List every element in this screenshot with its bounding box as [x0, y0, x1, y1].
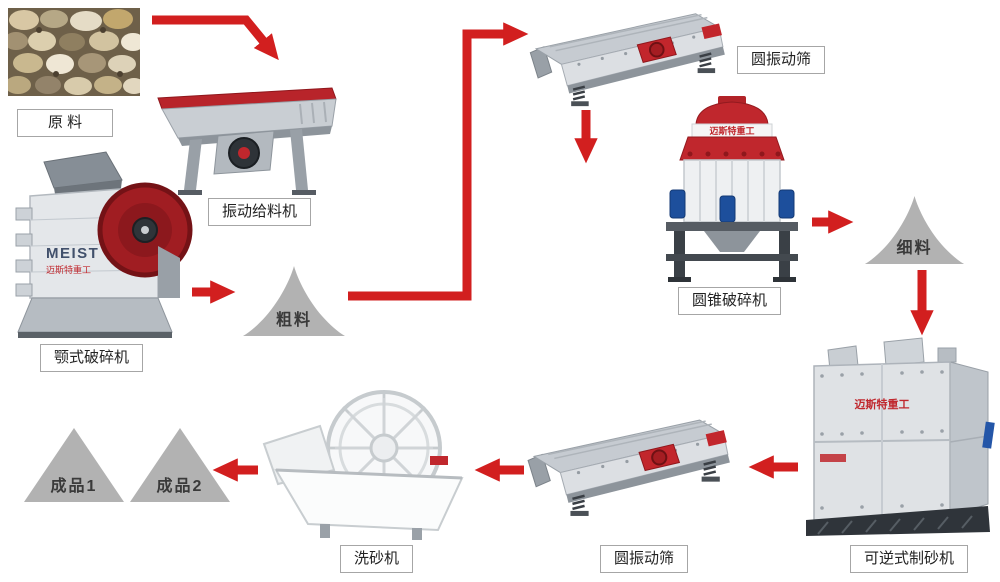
coarse-material-node: 粗料: [240, 262, 348, 340]
vibrating-screen-bottom-label: 圆振动筛: [600, 545, 689, 573]
jaw-crusher-brand-text: MEIST: [46, 245, 99, 262]
cone-crusher-label-text: 圆锥破碎机: [692, 292, 768, 309]
cone-crusher-brand-cn-text: 迈斯特重工: [709, 125, 754, 136]
arrow-raw-to-feeder: [152, 15, 279, 61]
vibrating-screen-top-label: 圆振动筛: [737, 46, 826, 74]
cone-crusher-label: 圆锥破碎机: [678, 287, 782, 315]
vibrating-feeder-illustration: [157, 87, 337, 195]
raw-material-node: [8, 8, 140, 96]
sand-maker-label: 可逆式制砂机: [850, 545, 969, 573]
raw-material-photo: [8, 8, 140, 96]
product-2-node: 成品2: [128, 424, 232, 504]
jaw-crusher-node: MEIST 迈斯特重工: [10, 146, 195, 343]
sand-washer-label: 洗砂机: [340, 545, 414, 573]
sand-washer-illustration: [262, 390, 464, 540]
vibrating-feeder-label-text: 振动给料机: [222, 203, 298, 220]
sand-maker-brand-cn-text: 迈斯特重工: [855, 397, 910, 411]
jaw-crusher-label: 颚式破碎机: [40, 344, 144, 372]
fine-material-node: 细料: [862, 192, 967, 268]
jaw-crusher-label-text: 颚式破碎机: [54, 349, 130, 366]
product-2-label: 成品2: [156, 478, 204, 495]
vibrating-screen-bottom-illustration: [526, 410, 738, 521]
product-1-label: 成品1: [50, 478, 98, 495]
vibrating-feeder-label: 振动给料机: [208, 198, 312, 226]
jaw-crusher-brand-cn-text: 迈斯特重工: [46, 264, 91, 275]
cone-crusher-illustration: 迈斯特重工: [666, 96, 798, 282]
raw-material-label-text: 原 料: [48, 114, 83, 131]
arrow-coarse-to-screen-top: [348, 22, 529, 301]
cone-crusher-node: 迈斯特重工: [642, 94, 822, 284]
vibrating-screen-bottom-label-text: 圆振动筛: [614, 550, 675, 567]
product-1-node: 成品1: [22, 424, 126, 504]
raw-material-label: 原 料: [17, 109, 114, 137]
jaw-crusher-illustration: MEIST 迈斯特重工: [15, 151, 193, 338]
sand-maker-label-text: 可逆式制砂机: [864, 550, 955, 567]
vibrating-screen-bottom-node: [526, 410, 738, 521]
fine-material-label: 细料: [896, 240, 933, 257]
coarse-material-label: 粗料: [275, 312, 312, 329]
vibrating-screen-top-label-text: 圆振动筛: [751, 51, 812, 68]
sand-maker-node: 迈斯特重工: [798, 336, 998, 543]
sand-washer-label-text: 洗砂机: [354, 550, 400, 567]
sand-maker-illustration: 迈斯特重工: [806, 337, 995, 536]
vibrating-feeder-node: [150, 78, 345, 200]
sand-washer-node: [262, 386, 467, 541]
